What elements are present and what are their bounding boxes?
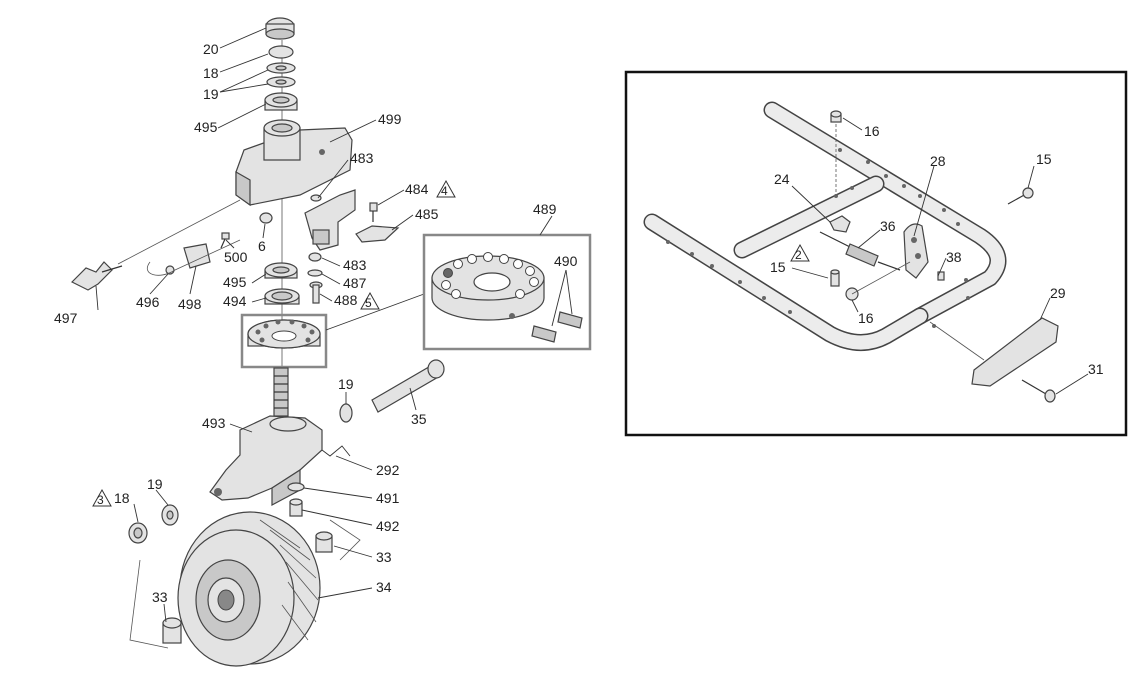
note-4: 4 (441, 184, 448, 198)
label-498: 498 (178, 296, 202, 312)
part-washer-19c (161, 504, 179, 526)
label-483a: 483 (350, 150, 374, 166)
callout-box-small (240, 313, 328, 369)
part-nut-16a (830, 110, 842, 123)
label-19b: 19 (338, 376, 354, 392)
label-292: 292 (376, 462, 400, 478)
label-35: 35 (411, 411, 427, 427)
part-wheel-34 (177, 511, 321, 667)
part-bracket-483 (304, 189, 356, 251)
part-bolt-488 (309, 281, 323, 304)
note-3: 3 (97, 493, 104, 507)
part-knob-497 (70, 261, 123, 291)
part-bearing-495b (264, 262, 298, 279)
label-483b: 483 (343, 257, 367, 273)
part-housing-499 (235, 119, 353, 207)
label-488: 488 (334, 292, 358, 308)
label-491: 491 (376, 490, 400, 506)
part-spacer-33a (315, 531, 333, 553)
label-493: 493 (202, 415, 226, 431)
label-28: 28 (930, 153, 946, 169)
part-washer-491 (287, 482, 305, 492)
part-plate-29 (971, 317, 1059, 387)
label-495a: 495 (194, 119, 218, 135)
label-495b: 495 (223, 274, 247, 290)
label-500: 500 (224, 249, 248, 265)
caster-assembly: 20 18 19 495 499 483 484 4 485 6 500 497… (54, 17, 456, 667)
part-plate-489-small (247, 319, 321, 349)
note-2: 2 (795, 248, 802, 262)
part-bolt-31 (1021, 379, 1056, 403)
detail-callout-489: 489 490 (422, 201, 592, 351)
label-20: 20 (203, 41, 219, 57)
note-5: 5 (365, 296, 372, 310)
part-screw-484 (369, 202, 378, 222)
part-bolt-35 (371, 359, 445, 413)
note-triangle-4: 4 (436, 179, 456, 198)
label-490: 490 (554, 253, 578, 269)
label-492: 492 (376, 518, 400, 534)
note-triangle-2: 2 (790, 243, 810, 262)
part-nut-18 (268, 45, 294, 59)
part-washer-19r (339, 403, 353, 423)
part-ring-494 (264, 288, 300, 305)
part-plate-485 (355, 225, 400, 243)
label-496: 496 (136, 294, 160, 310)
label-36: 36 (880, 218, 896, 234)
part-bolt-15b (830, 269, 840, 287)
label-31: 31 (1088, 361, 1104, 377)
part-block-498 (183, 243, 211, 269)
part-nut-6 (259, 212, 273, 224)
label-484: 484 (405, 181, 429, 197)
label-15a: 15 (1036, 151, 1052, 167)
label-38: 38 (946, 249, 962, 265)
label-33a: 33 (376, 549, 392, 565)
label-485: 485 (415, 206, 439, 222)
label-24: 24 (774, 171, 790, 187)
label-497: 497 (54, 310, 78, 326)
part-fork-493 (209, 415, 323, 507)
part-setscrew-490 (509, 311, 583, 343)
label-29: 29 (1050, 285, 1066, 301)
label-487: 487 (343, 275, 367, 291)
label-494: 494 (223, 293, 247, 309)
part-stem (273, 367, 289, 417)
label-6: 6 (258, 238, 266, 254)
part-bolt-492 (289, 498, 303, 517)
label-34: 34 (376, 579, 392, 595)
part-washer-487 (307, 269, 323, 277)
part-cap-20 (265, 17, 295, 40)
note-triangle-5: 5 (360, 291, 380, 310)
label-18b: 18 (114, 490, 130, 506)
label-16b: 16 (858, 310, 874, 326)
label-19c: 19 (147, 476, 163, 492)
label-18a: 18 (203, 65, 219, 81)
label-15b: 15 (770, 259, 786, 275)
part-plate-489-large (431, 252, 545, 321)
label-16a: 16 (864, 123, 880, 139)
label-499: 499 (378, 111, 402, 127)
frame-inset: 16 15 24 28 36 2 15 38 16 29 31 (624, 70, 1128, 437)
part-nut-483b (308, 252, 322, 262)
part-spring-36 (819, 231, 901, 271)
part-bearing-495a (264, 92, 298, 111)
part-spacer-33b (162, 617, 182, 644)
part-screw-500 (220, 232, 230, 249)
label-489: 489 (533, 201, 557, 217)
frame-tubes (643, 101, 1007, 351)
part-clamp-24 (829, 215, 851, 233)
label-19a: 19 (203, 86, 219, 102)
label-33b: 33 (152, 589, 168, 605)
note-triangle-3: 3 (92, 488, 112, 507)
part-nut-18b (128, 522, 148, 544)
part-pin-292 (321, 445, 351, 457)
